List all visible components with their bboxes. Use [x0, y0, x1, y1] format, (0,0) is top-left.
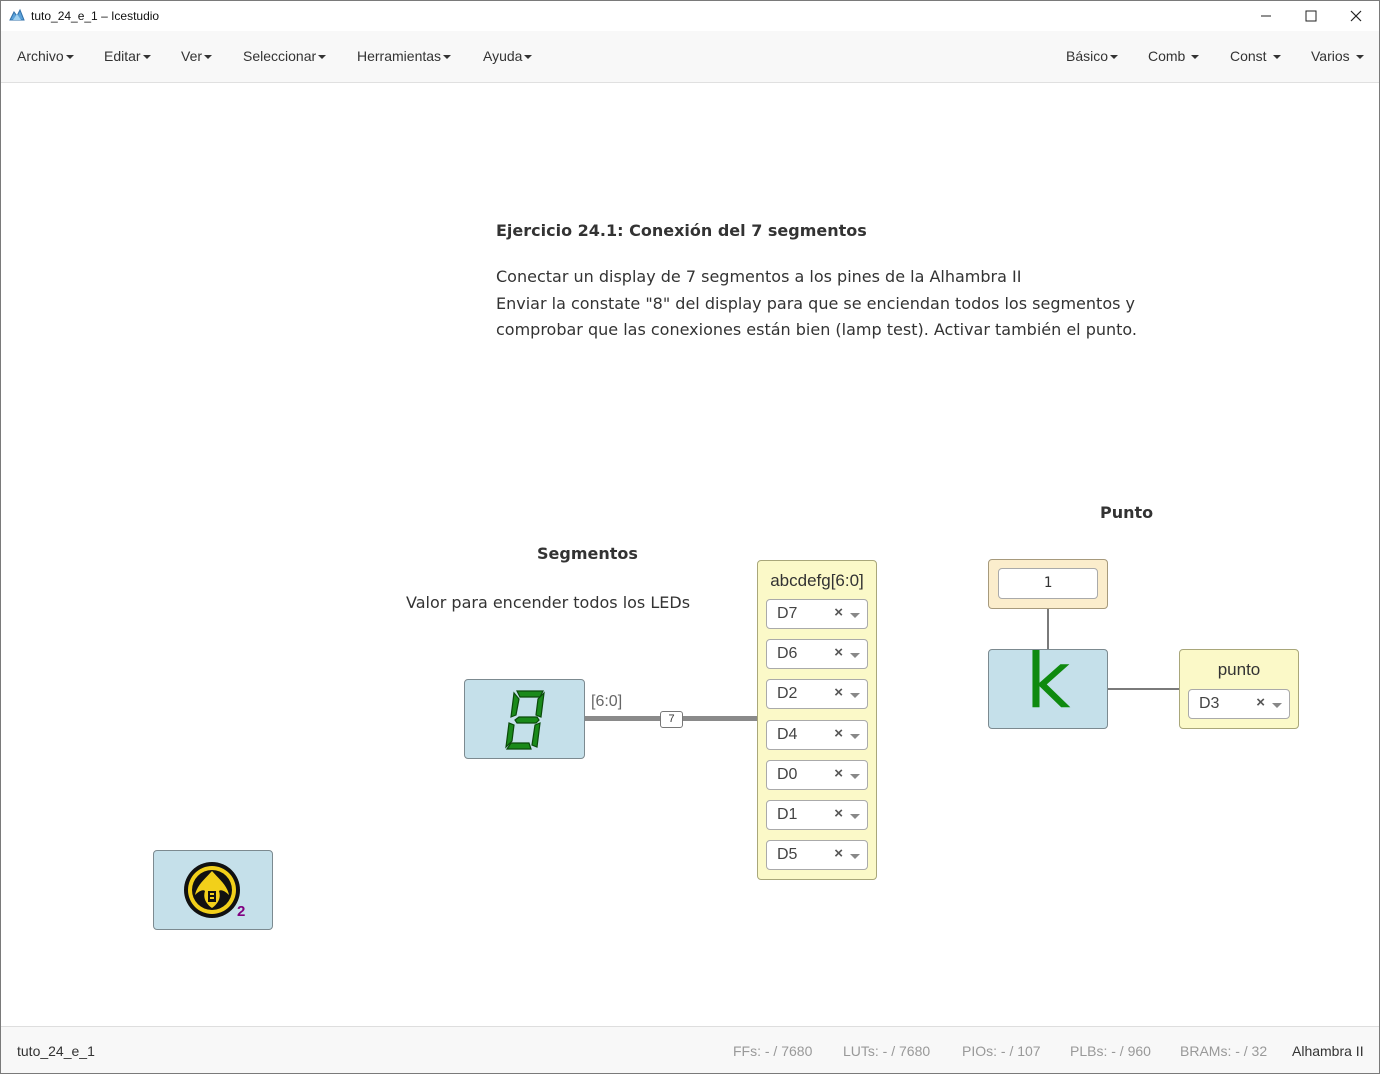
- pin-select[interactable]: D6 ×: [766, 639, 868, 670]
- status-board[interactable]: Alhambra II: [1292, 1043, 1364, 1059]
- info-text: Conectar un display de 7 segmentos a los…: [496, 264, 1137, 344]
- pin-select[interactable]: D0 ×: [766, 759, 868, 790]
- info-title: Ejercicio 24.1: Conexión del 7 segmentos: [496, 221, 867, 240]
- status-ffs: FFs: - / 7680: [733, 1043, 813, 1059]
- pin-value: D7: [777, 605, 798, 622]
- pin-value: D4: [777, 725, 798, 743]
- valor-label: Valor para encender todos los LEDs: [406, 593, 691, 612]
- bus-size-badge: 7: [660, 711, 683, 728]
- menu-basico[interactable]: Básico: [1066, 31, 1119, 82]
- dropdown-arrow-icon[interactable]: [850, 693, 860, 699]
- caret-down-icon: [1110, 55, 1119, 60]
- menu-archivo[interactable]: Archivo: [17, 31, 74, 82]
- menu-ver[interactable]: Ver: [181, 31, 213, 82]
- status-bar: tuto_24_e_1 FFs: - / 7680 LUTs: - / 7680…: [1, 1026, 1379, 1073]
- dropdown-arrow-icon[interactable]: [850, 733, 860, 739]
- logo-block[interactable]: 2: [153, 850, 273, 930]
- title-bar: tuto_24_e_1 – Icestudio: [1, 1, 1379, 31]
- caret-down-icon: [1355, 55, 1364, 60]
- menu-ayuda[interactable]: Ayuda: [483, 31, 533, 82]
- caret-down-icon: [142, 55, 151, 60]
- status-pios: PIOs: - / 107: [962, 1043, 1041, 1059]
- menu-const[interactable]: Const: [1230, 31, 1281, 82]
- dropdown-arrow-icon[interactable]: [1272, 703, 1282, 708]
- dropdown-arrow-icon[interactable]: [850, 814, 860, 819]
- close-icon: [1350, 10, 1362, 22]
- dropdown-arrow-icon[interactable]: [850, 773, 860, 779]
- constant-block[interactable]: 1: [988, 559, 1108, 609]
- pin-select[interactable]: D2 ×: [766, 679, 868, 710]
- pin-value: D5: [777, 846, 798, 864]
- maximize-icon: [1305, 10, 1317, 22]
- seven-segment-block[interactable]: [464, 679, 585, 759]
- jedi-logo-icon: [184, 862, 240, 918]
- punto-label: Punto: [1100, 503, 1154, 522]
- k-block[interactable]: k: [988, 649, 1108, 729]
- output-block-punto[interactable]: punto D3 ×: [1179, 649, 1299, 729]
- info-line: Conectar un display de 7 segmentos a los…: [496, 267, 1022, 286]
- punto-wire[interactable]: [1108, 688, 1179, 690]
- caret-down-icon: [1191, 55, 1200, 60]
- maximize-button[interactable]: [1288, 1, 1334, 31]
- status-filename: tuto_24_e_1: [17, 1043, 95, 1059]
- clear-icon[interactable]: ×: [834, 845, 843, 863]
- pin-select[interactable]: D1 ×: [766, 800, 868, 830]
- dropdown-arrow-icon[interactable]: [850, 653, 860, 659]
- minimize-button[interactable]: [1243, 1, 1289, 31]
- caret-down-icon: [1272, 55, 1281, 60]
- caret-down-icon: [524, 55, 533, 60]
- menu-comb[interactable]: Comb: [1148, 31, 1200, 82]
- pin-select[interactable]: D4 ×: [766, 719, 868, 750]
- pin-select[interactable]: D5 ×: [766, 840, 868, 871]
- dropdown-arrow-icon[interactable]: [850, 613, 860, 618]
- menu-seleccionar[interactable]: Seleccionar: [243, 31, 327, 82]
- clear-icon[interactable]: ×: [834, 724, 843, 742]
- logo-badge: 2: [237, 903, 246, 920]
- output-block-abcdefg[interactable]: abcdefg[6:0] D7 × D6 × D2 × D4 × D0 × D1 × D5 ×: [757, 560, 877, 880]
- output-name: abcdefg[6:0]: [770, 571, 864, 590]
- pin-value: D6: [777, 645, 798, 663]
- window-title: tuto_24_e_1 – Icestudio: [31, 9, 160, 23]
- status-plbs: PLBs: - / 960: [1070, 1043, 1151, 1059]
- clear-icon[interactable]: ×: [834, 644, 843, 662]
- caret-down-icon: [318, 55, 327, 60]
- status-brams: BRAMs: - / 32: [1180, 1043, 1268, 1059]
- info-line: Enviar la constate "8" del display para …: [496, 293, 1135, 313]
- menu-herramientas[interactable]: Herramientas: [357, 31, 452, 82]
- pin-select-punto[interactable]: D3 ×: [1188, 689, 1290, 719]
- output-name: punto: [1217, 660, 1261, 679]
- caret-down-icon: [65, 55, 74, 60]
- caret-down-icon: [443, 55, 452, 60]
- status-luts: LUTs: - / 7680: [843, 1043, 931, 1059]
- dropdown-arrow-icon[interactable]: [850, 854, 860, 860]
- wire-range-label: [6:0]: [591, 693, 623, 710]
- seven-segment-icon: [505, 690, 545, 750]
- constant-wire[interactable]: [1047, 609, 1049, 649]
- icestudio-icon: [9, 8, 25, 21]
- menu-bar: Archivo Editar Ver Seleccionar Herramien…: [1, 31, 1379, 83]
- clear-icon[interactable]: ×: [1256, 694, 1265, 711]
- clear-icon[interactable]: ×: [834, 805, 843, 822]
- clear-icon[interactable]: ×: [834, 684, 843, 702]
- close-button[interactable]: [1333, 1, 1379, 31]
- constant-value-input[interactable]: 1: [998, 568, 1098, 599]
- design-canvas[interactable]: Ejercicio 24.1: Conexión del 7 segmentos…: [1, 83, 1379, 1026]
- pin-select[interactable]: D7 ×: [766, 599, 868, 629]
- pin-value: D1: [777, 806, 798, 823]
- clear-icon[interactable]: ×: [834, 604, 843, 621]
- info-line: comprobar que las conexiones están bien …: [496, 320, 1138, 339]
- menu-varios[interactable]: Varios: [1311, 31, 1364, 82]
- pin-value: D3: [1199, 695, 1220, 712]
- caret-down-icon: [204, 55, 213, 60]
- k-glyph: k: [1025, 649, 1071, 726]
- menu-editar[interactable]: Editar: [104, 31, 151, 82]
- pin-value: D2: [777, 685, 798, 703]
- clear-icon[interactable]: ×: [834, 764, 843, 782]
- minimize-icon: [1261, 15, 1271, 17]
- segmentos-label: Segmentos: [537, 544, 638, 563]
- pin-value: D0: [777, 765, 798, 783]
